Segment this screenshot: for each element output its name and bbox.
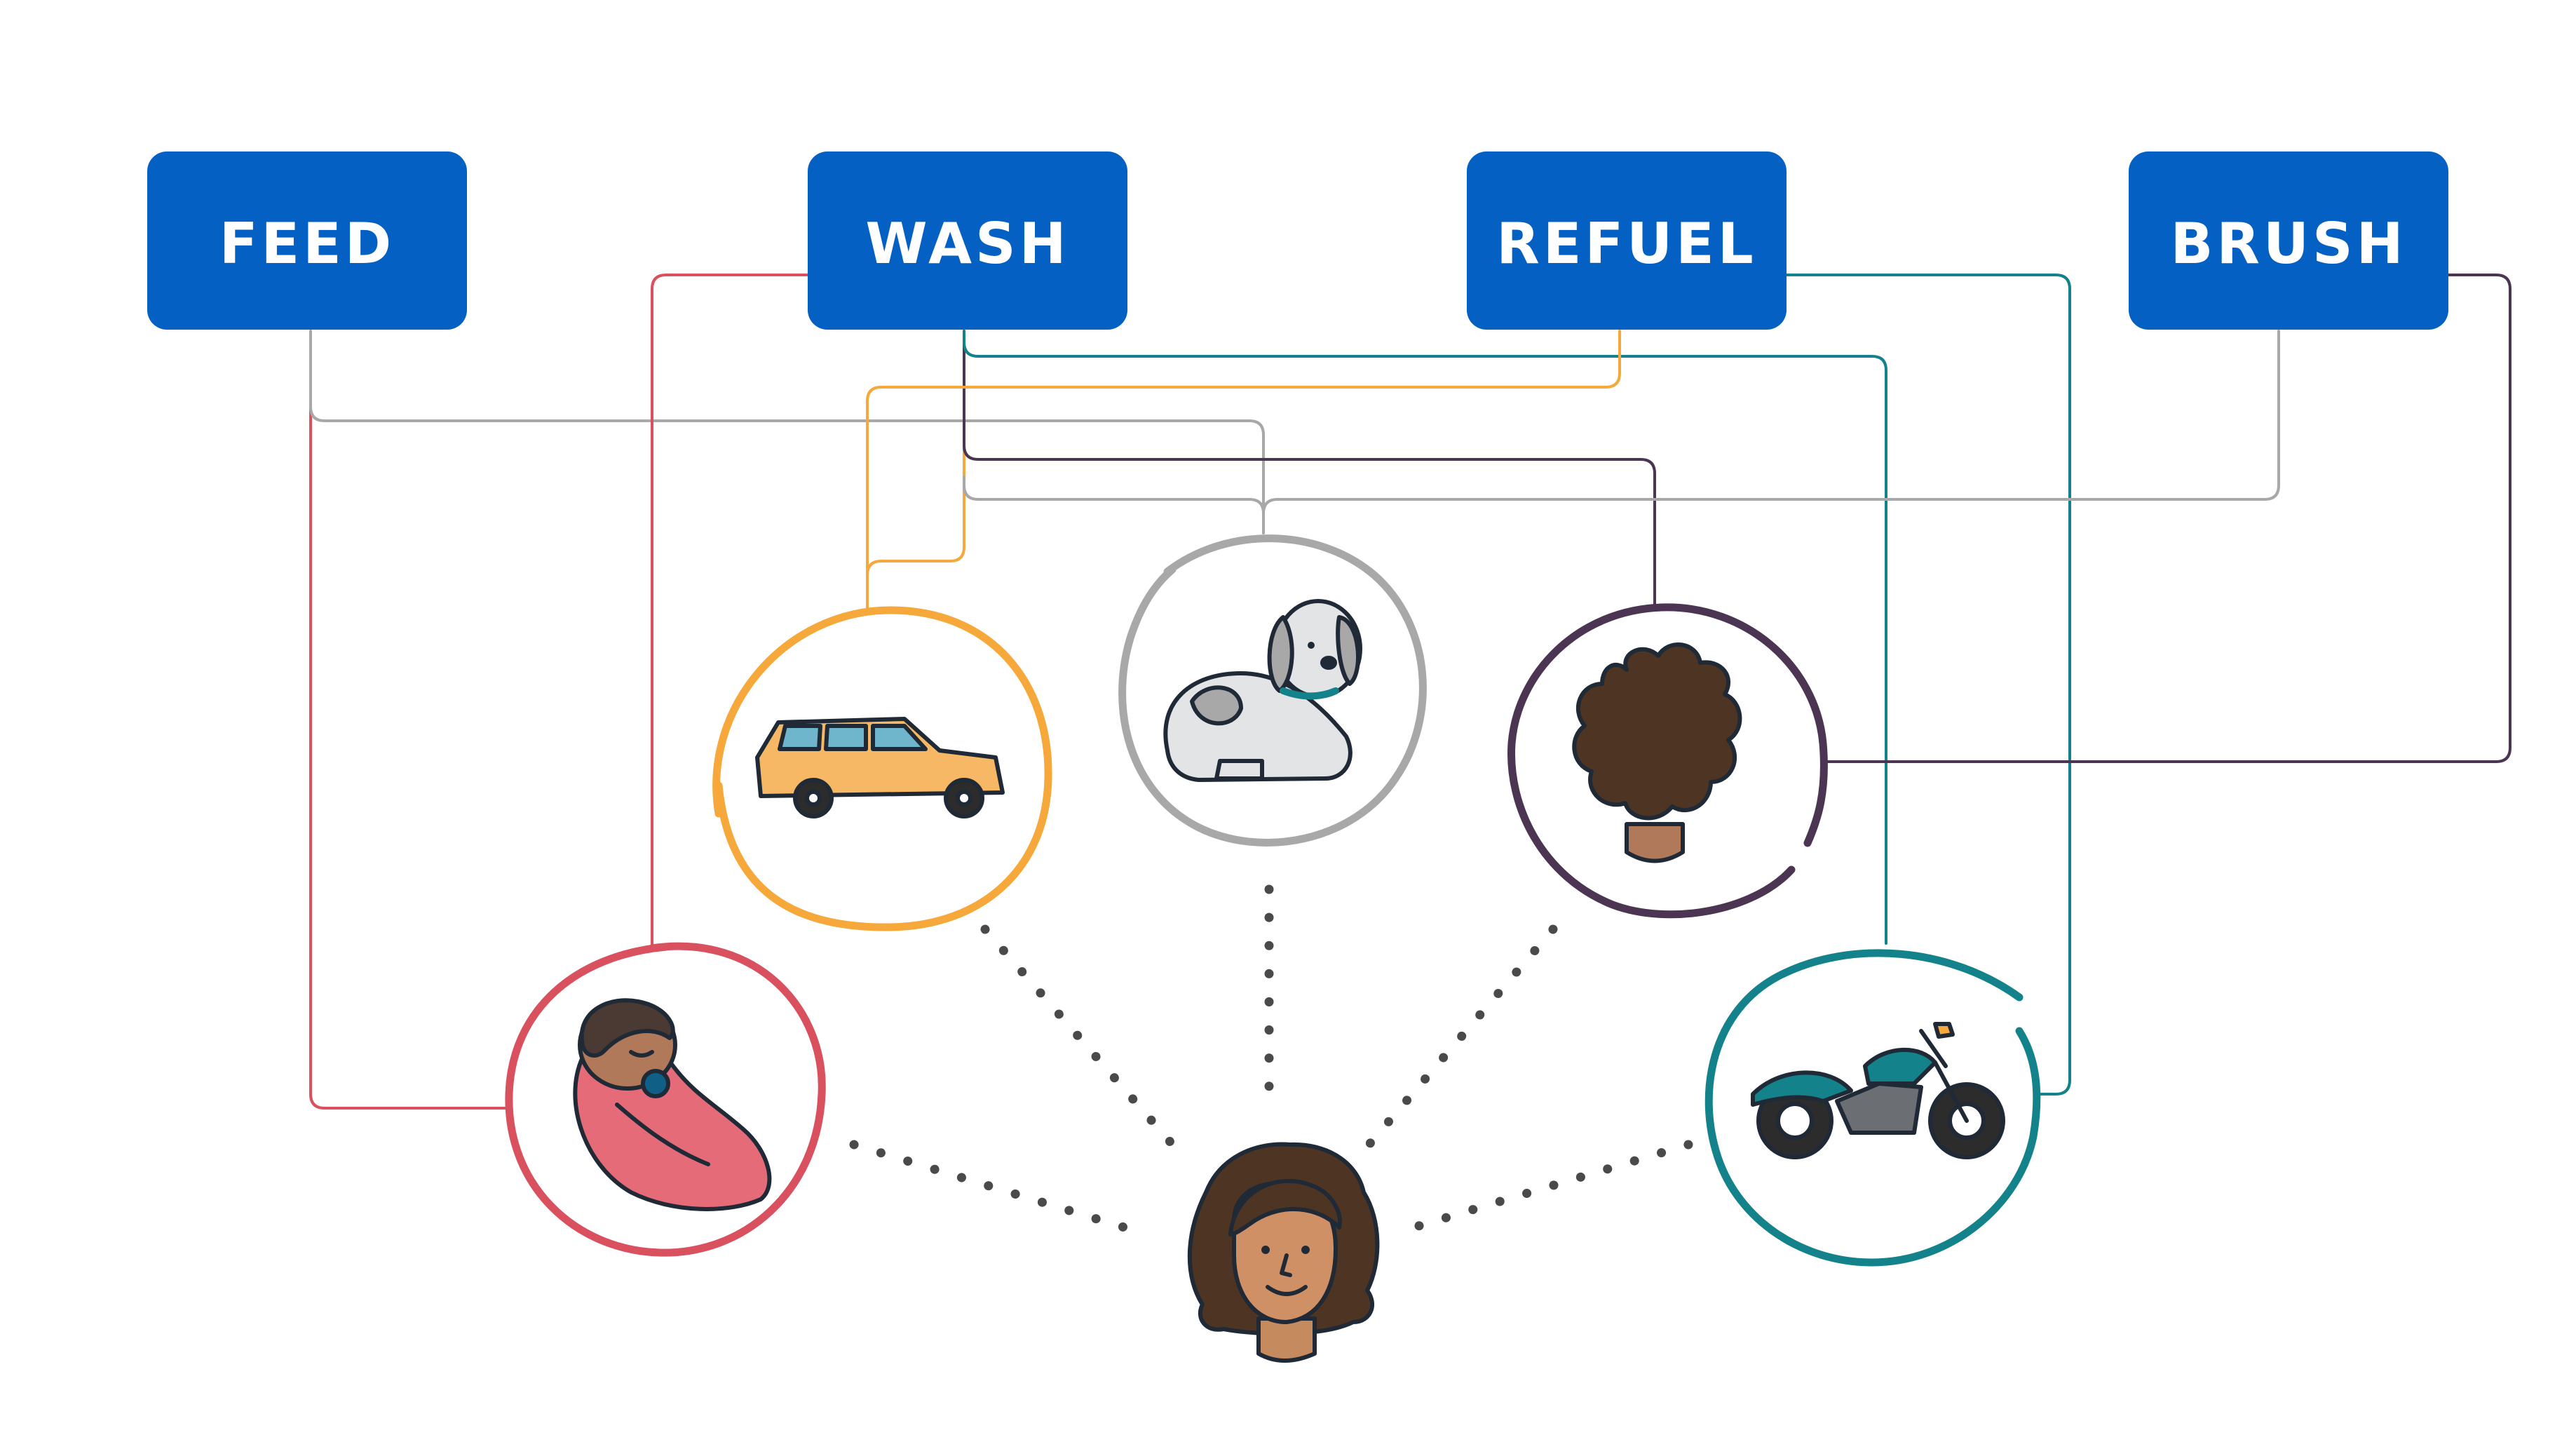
- link-feed-baby: [309, 405, 508, 1110]
- person[interactable]: [1187, 1142, 1380, 1363]
- connector-lines: [309, 274, 2511, 1110]
- link-brush-hair: [1823, 274, 2511, 763]
- action-wash-label: WASH: [865, 211, 1069, 276]
- action-brush-label: BRUSH: [2170, 211, 2406, 276]
- action-refuel-label: REFUEL: [1496, 211, 1756, 276]
- link-wash-dog: [963, 476, 1265, 515]
- car-icon: [755, 717, 1005, 818]
- link-refuel-motorcycle: [1785, 274, 2071, 1096]
- link-feed-dog: [309, 330, 1265, 534]
- link-refuel-car: [866, 330, 1621, 610]
- link-wash-car: [866, 330, 965, 610]
- action-brush-background: [2129, 151, 2448, 330]
- entity-baby[interactable]: [505, 942, 826, 1257]
- link-wash-hair: [963, 330, 1656, 606]
- dotted-links: [849, 884, 1693, 1234]
- action-feed-background: [147, 151, 467, 330]
- dotted-link-car: [980, 924, 1179, 1152]
- dog-icon: [1163, 599, 1362, 782]
- link-brush-dog: [1262, 330, 2280, 534]
- action-feed-label: FEED: [219, 211, 395, 276]
- entity-car[interactable]: [712, 606, 1052, 931]
- link-wash-baby: [651, 274, 809, 948]
- dotted-link-motorcycle: [1404, 1140, 1693, 1234]
- action-refuel-background: [1467, 151, 1787, 330]
- baby-icon: [573, 998, 772, 1211]
- action-brush-box[interactable]: BRUSH: [2129, 151, 2448, 330]
- action-feed-box[interactable]: FEED: [147, 151, 467, 330]
- hair-icon: [1572, 642, 1742, 863]
- link-wash-motorcycle: [963, 330, 1887, 945]
- action-wash-box[interactable]: WASH: [808, 151, 1127, 330]
- dotted-link-hair: [1362, 924, 1558, 1152]
- entity-dog[interactable]: [1118, 534, 1427, 847]
- motorcycle-icon: [1751, 1022, 2005, 1159]
- entity-hair[interactable]: [1507, 603, 1828, 919]
- dotted-link-baby: [849, 1140, 1134, 1234]
- action-wash-background: [808, 151, 1127, 330]
- action-refuel-box[interactable]: REFUEL: [1467, 151, 1787, 330]
- person-icon: [1187, 1142, 1380, 1363]
- entity-motorcycle[interactable]: [1704, 949, 2041, 1267]
